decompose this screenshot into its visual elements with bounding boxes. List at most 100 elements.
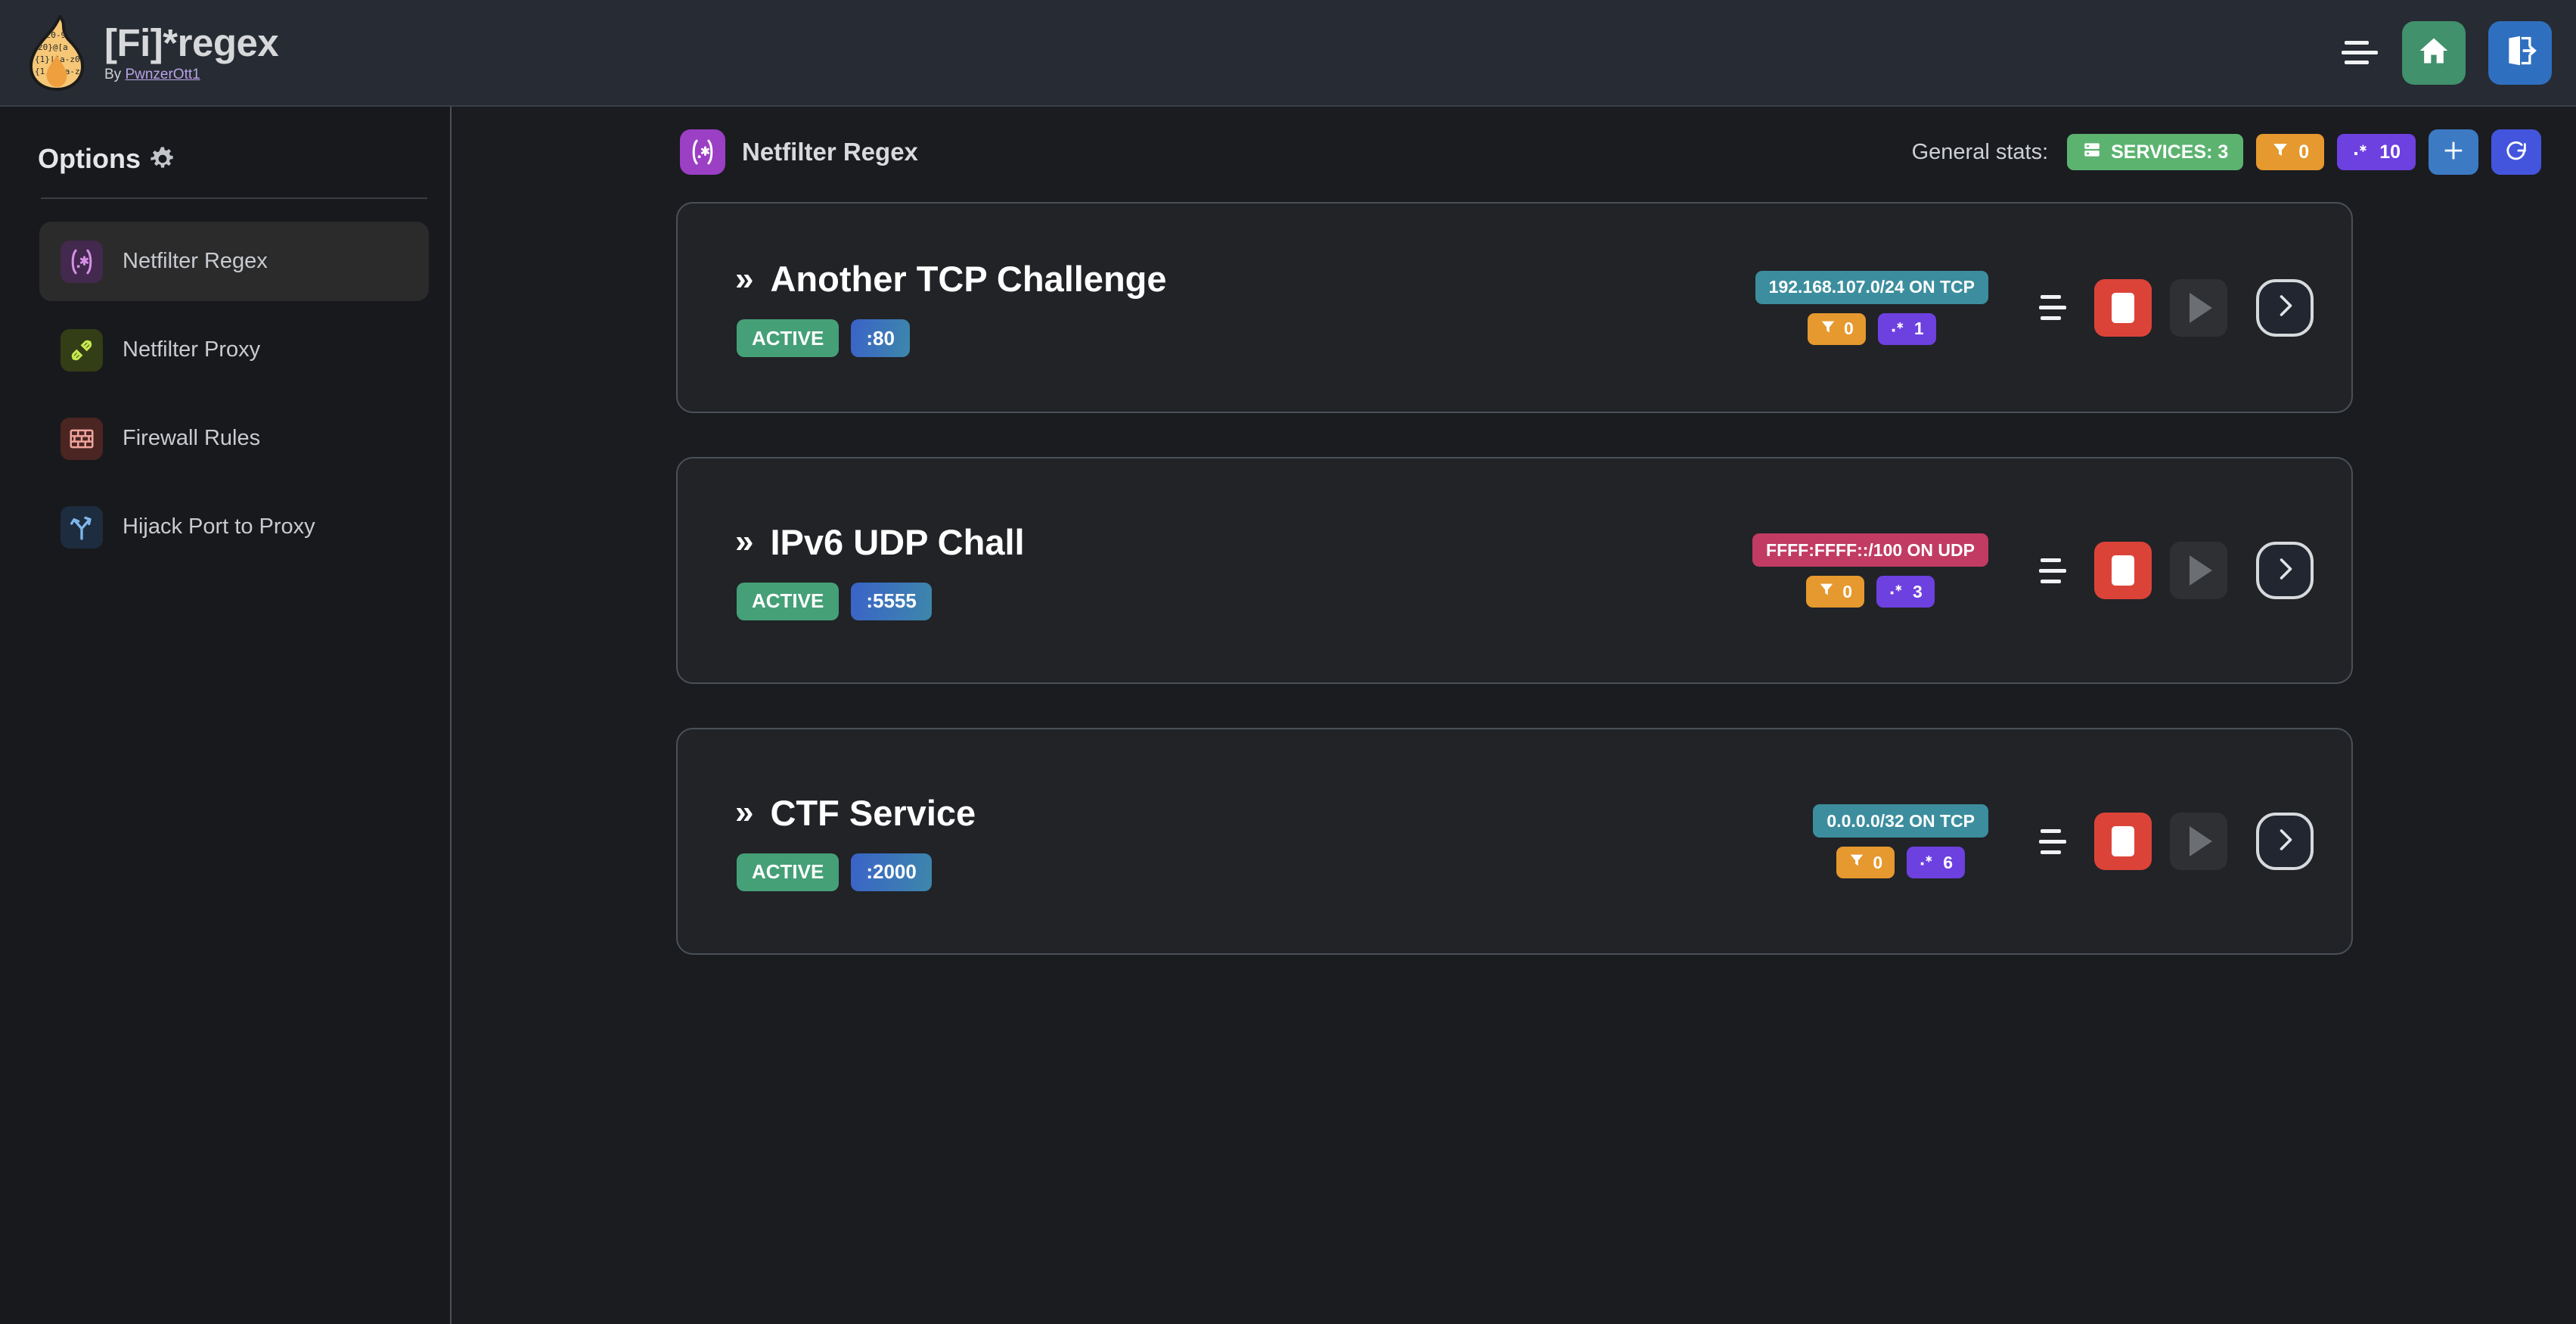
service-title: » IPv6 UDP Chall bbox=[735, 521, 1025, 563]
regex-dot-star-icon bbox=[1889, 581, 1905, 602]
logout-button[interactable] bbox=[2488, 20, 2552, 85]
app-author: By PwnzerOtt1 bbox=[104, 67, 278, 83]
app-header: -z0-9 20}@[a {1}|[a-z0-9] {1,}[^a-z] [Fi… bbox=[0, 0, 2576, 107]
service-badges: ACTIVE :80 bbox=[735, 319, 1167, 357]
port-badge: :80 bbox=[851, 319, 910, 357]
page-title: Netfilter Regex bbox=[742, 138, 918, 166]
add-service-button[interactable] bbox=[2429, 129, 2478, 175]
regexes-count-label: 3 bbox=[1913, 581, 1923, 601]
play-icon bbox=[2190, 555, 2212, 586]
service-card[interactable]: » CTF Service ACTIVE :2000 0.0.0.0/32 ON… bbox=[676, 728, 2353, 955]
app-title: [Fi]*regex bbox=[104, 20, 279, 64]
hamburger-menu-icon[interactable] bbox=[2340, 36, 2379, 70]
service-info: » CTF Service ACTIVE :2000 bbox=[735, 792, 976, 891]
page-regex-icon bbox=[680, 129, 725, 175]
by-prefix: By bbox=[104, 67, 126, 83]
service-card[interactable]: » IPv6 UDP Chall ACTIVE :5555 FFFF:FFFF:… bbox=[676, 457, 2353, 684]
sidebar-item-label: Firewall Rules bbox=[123, 426, 261, 450]
service-detail-button[interactable] bbox=[2256, 542, 2314, 599]
network-badge: 0.0.0.0/32 ON TCP bbox=[1813, 804, 1988, 838]
home-button[interactable] bbox=[2402, 20, 2466, 85]
chevron-right-icon bbox=[2271, 826, 2298, 857]
network-badge: FFFF:FFFF::/100 ON UDP bbox=[1752, 533, 1988, 567]
service-detail-button[interactable] bbox=[2256, 278, 2314, 337]
service-title: » Another TCP Challenge bbox=[735, 258, 1167, 300]
filter-icon bbox=[1818, 581, 1835, 602]
port-badge: :2000 bbox=[851, 853, 932, 891]
chevron-right-icon bbox=[2271, 292, 2298, 323]
stop-button[interactable] bbox=[2094, 813, 2152, 870]
filters-badge: 0 bbox=[1808, 312, 1866, 345]
play-icon bbox=[2190, 292, 2212, 323]
svg-text:20}@[a: 20}@[a bbox=[38, 42, 68, 52]
sidebar-item-firewall-rules[interactable]: Firewall Rules bbox=[39, 399, 429, 478]
status-badge-filters: 0 bbox=[2256, 134, 2325, 170]
play-button[interactable] bbox=[2170, 278, 2227, 337]
regexes-count-label: 6 bbox=[1943, 852, 1953, 872]
plus-icon bbox=[2441, 138, 2466, 167]
regexes-badge: 1 bbox=[1877, 312, 1936, 345]
port-badge: :5555 bbox=[851, 582, 932, 620]
network-badge: 192.168.107.0/24 ON TCP bbox=[1755, 270, 1988, 304]
network-info: 0.0.0.0/32 ON TCP 0 bbox=[1813, 804, 1988, 878]
filters-count-label: 0 bbox=[1842, 581, 1852, 601]
regex-dot-star-icon bbox=[1919, 852, 1935, 873]
filter-icon bbox=[1848, 852, 1865, 873]
filters-count-label: 0 bbox=[1844, 319, 1854, 338]
sidebar-divider bbox=[41, 197, 427, 199]
logout-icon bbox=[2503, 34, 2537, 71]
stop-icon bbox=[2112, 555, 2134, 586]
network-info: 192.168.107.0/24 ON TCP 0 bbox=[1755, 270, 1988, 345]
play-icon bbox=[2190, 826, 2212, 856]
status-badge-regexes: 10 bbox=[2337, 134, 2416, 170]
service-actions bbox=[2029, 542, 2314, 599]
counts: 0 3 bbox=[1806, 576, 1935, 608]
refresh-button[interactable] bbox=[2491, 129, 2541, 175]
gear-icon[interactable] bbox=[150, 146, 175, 172]
service-info: » Another TCP Challenge ACTIVE :80 bbox=[735, 258, 1167, 357]
sidebar-item-netfilter-regex[interactable]: Netfilter Regex bbox=[39, 222, 429, 301]
sidebar-item-label: Netfilter Regex bbox=[123, 249, 268, 273]
regexes-badge: 6 bbox=[1907, 847, 1965, 878]
general-stats-label: General stats: bbox=[1911, 139, 2049, 164]
service-detail-button[interactable] bbox=[2256, 813, 2314, 870]
brand: -z0-9 20}@[a {1}|[a-z0-9] {1,}[^a-z] [Fi… bbox=[26, 14, 279, 91]
service-name: IPv6 UDP Chall bbox=[770, 521, 1025, 562]
service-title: » CTF Service bbox=[735, 792, 976, 834]
service-name: Another TCP Challenge bbox=[770, 259, 1167, 299]
service-meta: 192.168.107.0/24 ON TCP 0 bbox=[1755, 270, 2314, 345]
header-actions bbox=[2340, 20, 2552, 85]
regex-dot-star-icon bbox=[1890, 319, 1907, 340]
stop-button[interactable] bbox=[2094, 542, 2152, 599]
filters-count-label: 0 bbox=[2298, 141, 2310, 163]
sidebar-title-label: Options bbox=[38, 143, 141, 174]
service-badges: ACTIVE :2000 bbox=[735, 853, 976, 891]
service-menu-icon[interactable] bbox=[2029, 548, 2076, 593]
service-info: » IPv6 UDP Chall ACTIVE :5555 bbox=[735, 521, 1025, 620]
chevron-right-icon bbox=[2271, 555, 2298, 586]
filter-icon bbox=[1820, 319, 1836, 340]
author-link[interactable]: PwnzerOtt1 bbox=[125, 67, 200, 83]
flame-regex-logo: -z0-9 20}@[a {1}|[a-z0-9] {1,}[^a-z] bbox=[26, 14, 88, 91]
double-chevron-icon: » bbox=[735, 260, 754, 297]
service-menu-icon[interactable] bbox=[2029, 819, 2076, 864]
play-button[interactable] bbox=[2170, 542, 2227, 599]
service-meta: 0.0.0.0/32 ON TCP 0 bbox=[1813, 804, 2314, 878]
sidebar-item-label: Netfilter Proxy bbox=[123, 337, 261, 362]
filter-icon bbox=[2271, 141, 2289, 164]
service-badges: ACTIVE :5555 bbox=[735, 582, 1025, 620]
status-badge-services: SERVICES: 3 bbox=[2067, 134, 2244, 170]
plug-icon bbox=[61, 328, 103, 371]
regex-icon bbox=[61, 240, 103, 283]
service-menu-icon[interactable] bbox=[2029, 285, 2076, 331]
status-badge: ACTIVE bbox=[737, 853, 840, 891]
service-name: CTF Service bbox=[770, 792, 976, 833]
play-button[interactable] bbox=[2170, 813, 2227, 870]
status-badge: ACTIVE bbox=[737, 319, 840, 357]
service-card[interactable]: » Another TCP Challenge ACTIVE :80 192.1… bbox=[676, 202, 2353, 413]
counts: 0 1 bbox=[1808, 312, 1936, 345]
sidebar-item-hijack-port-to-proxy[interactable]: Hijack Port to Proxy bbox=[39, 487, 429, 567]
stop-button[interactable] bbox=[2094, 278, 2152, 337]
double-chevron-icon: » bbox=[735, 523, 754, 560]
sidebar-item-netfilter-proxy[interactable]: Netfilter Proxy bbox=[39, 310, 429, 390]
